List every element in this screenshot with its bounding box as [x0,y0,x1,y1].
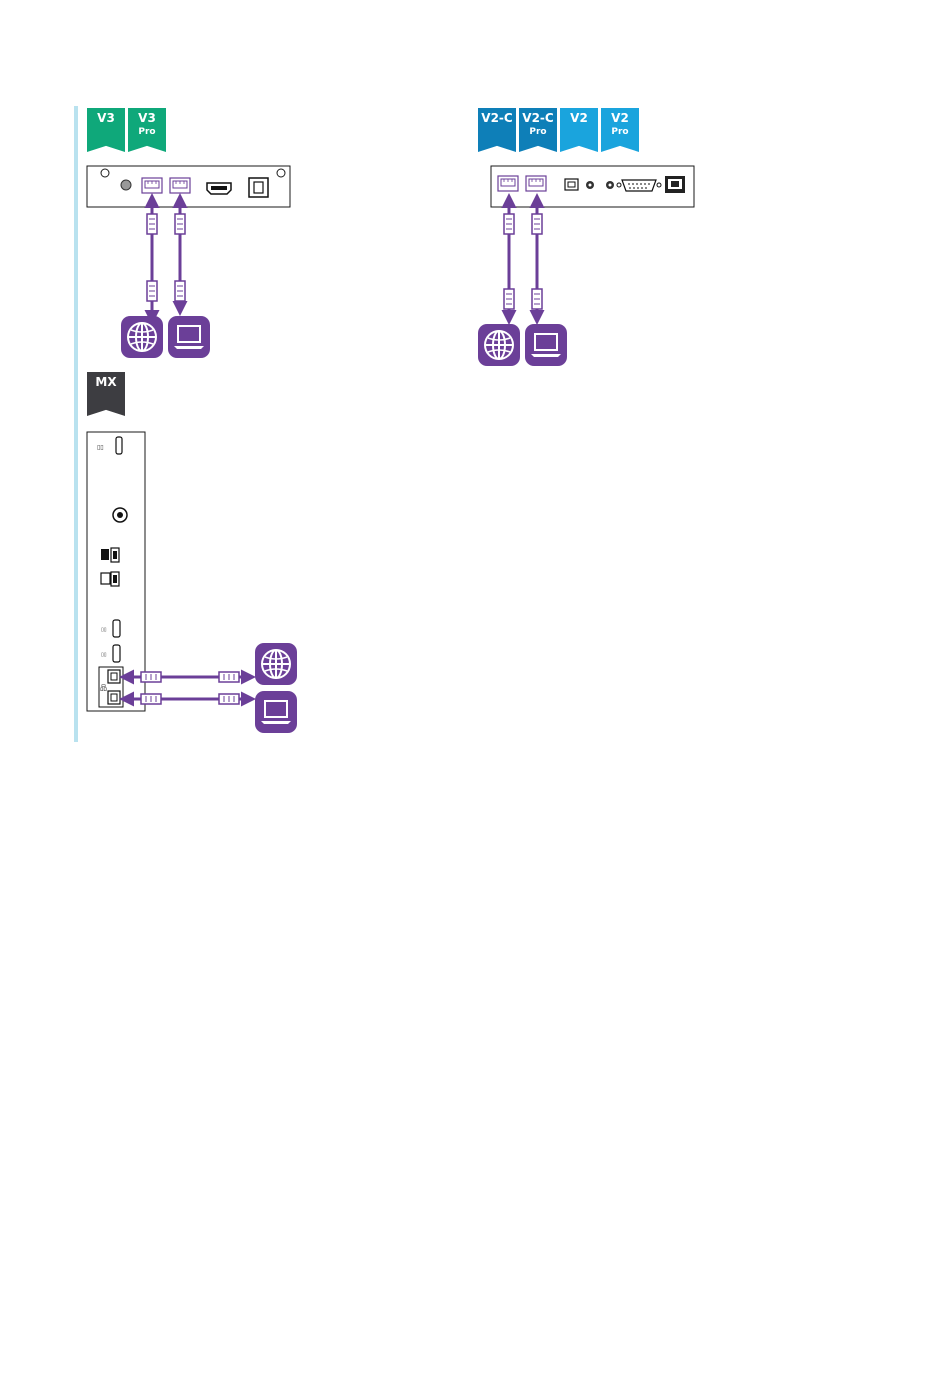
globe-icon [478,324,520,366]
laptop-icon [168,316,210,358]
rj45-connector-icon [147,281,157,301]
v2-cable-computer [532,196,542,322]
svg-text:▯▯: ▯▯ [97,444,104,451]
hdmi-port-icon [207,183,231,194]
v3-connector-panel [87,166,290,207]
screw-icon [101,169,109,177]
globe-icon [255,643,297,685]
rj45-connector-icon [141,694,161,704]
ethernet-port-icon [142,178,162,193]
laptop-icon [525,324,567,366]
rj45-connector-icon [175,281,185,301]
rj45-connector-icon [532,214,542,234]
ethernet-port-icon [498,176,518,191]
ethernet-port-icon [108,670,120,683]
svg-text:▯▯: ▯▯ [101,652,107,658]
mx-cable-computer [122,694,253,704]
mx-cable-internet [122,672,253,682]
v2-cable-internet [504,196,514,322]
optical-port-icon [249,178,268,197]
usb-port-icon [101,572,119,586]
ethernet-port-icon [170,178,190,193]
rj45-connector-icon [219,694,239,704]
mx-connector-panel: ▯▯ ▯▯ ▯▯ [87,432,145,711]
rj45-connector-icon [147,214,157,234]
rj45-connector-icon [141,672,161,682]
screw-icon [277,169,285,177]
audio-jack-icon [121,180,131,190]
v3-cable-internet [147,196,157,322]
v2-connector-panel [491,166,694,207]
v3-cable-computer [175,196,185,313]
laptop-icon [255,691,297,733]
rj45-connector-icon [504,289,514,309]
usb-port-icon [565,179,578,190]
rj45-connector-icon [504,214,514,234]
network-symbol-icon: 品 [100,684,107,692]
svg-text:▯▯: ▯▯ [101,627,107,633]
rj45-connector-icon [219,672,239,682]
globe-icon [121,316,163,358]
ethernet-port-icon [108,691,120,704]
ethernet-port-icon [526,176,546,191]
rs232-port-icon [665,176,685,193]
rj45-connector-icon [175,214,185,234]
audio-jack-icon [113,508,127,522]
rj45-connector-icon [532,289,542,309]
